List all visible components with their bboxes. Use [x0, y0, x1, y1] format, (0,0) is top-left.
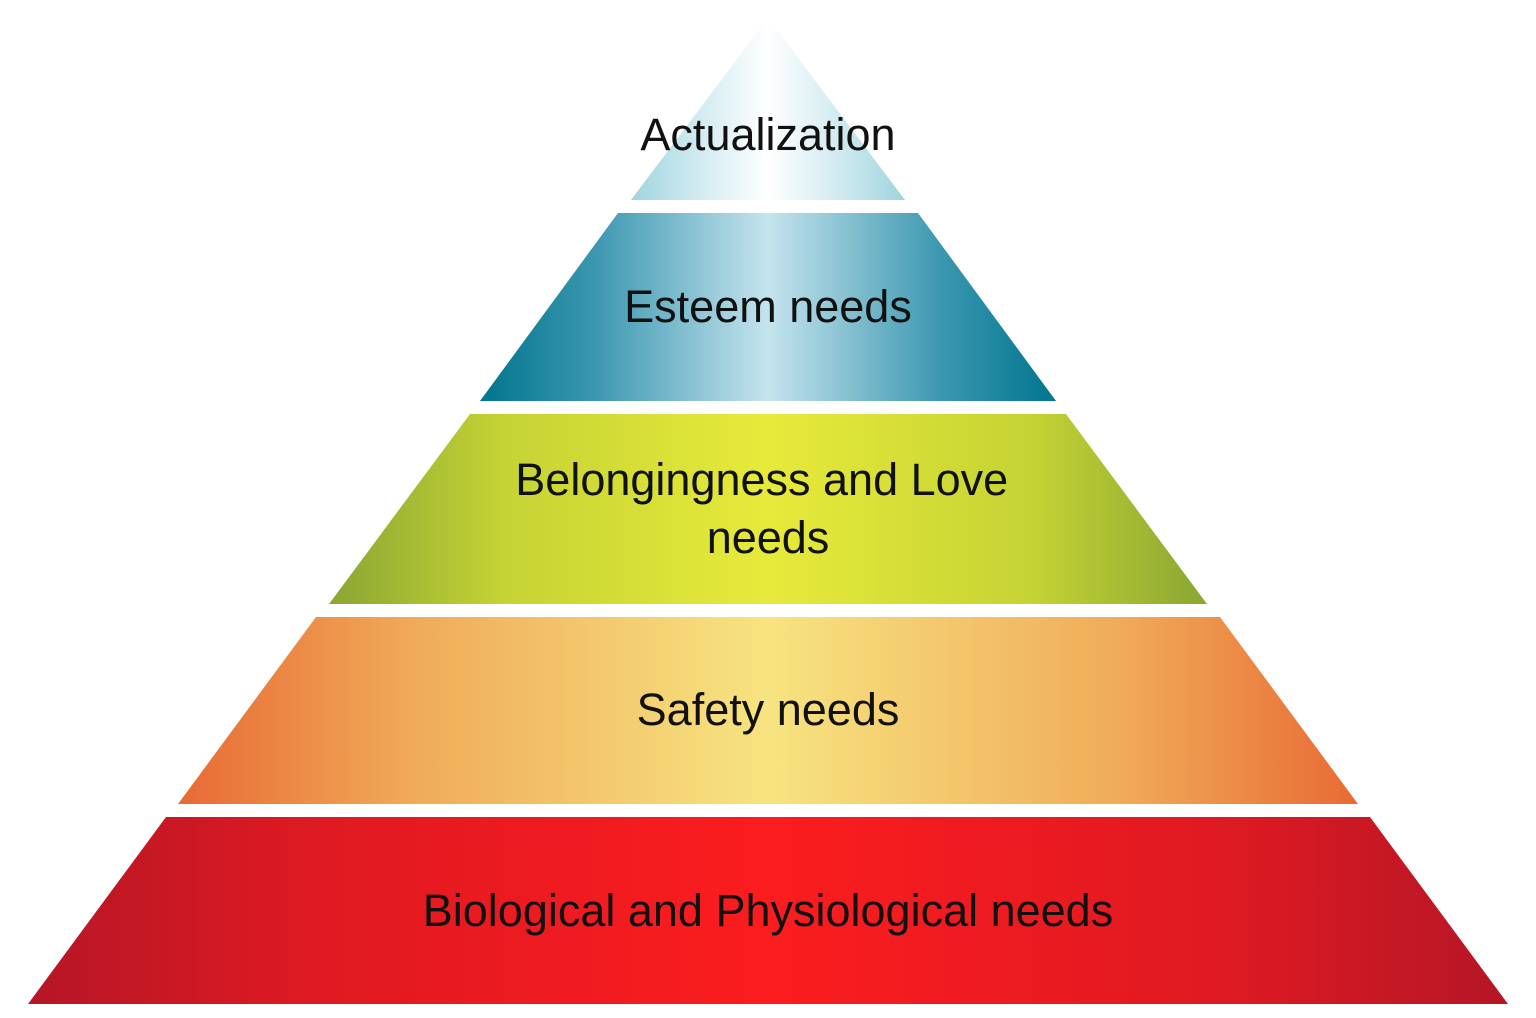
- tier-biological: Biological and Physiological needs: [28, 817, 1508, 1004]
- tier-belongingness-label: Belongingness and Love needs: [515, 454, 1020, 563]
- tier-biological-label: Biological and Physiological needs: [423, 885, 1113, 936]
- tier-esteem: Esteem needs: [480, 213, 1056, 401]
- tier-belongingness: Belongingness and Love needs: [329, 414, 1207, 604]
- tier-esteem-shape: [480, 213, 1056, 401]
- tier-actualization-label: Actualization: [640, 109, 895, 160]
- tier-safety-shape: [178, 617, 1358, 804]
- tier-biological-shape: [28, 817, 1508, 1004]
- tier-belongingness-shape: [329, 414, 1207, 604]
- tier-actualization-shape: [631, 18, 905, 200]
- tier-esteem-label: Esteem needs: [624, 281, 912, 332]
- tier-actualization: Actualization: [631, 18, 905, 200]
- tier-safety-label: Safety needs: [637, 684, 900, 735]
- tier-safety: Safety needs: [178, 617, 1358, 804]
